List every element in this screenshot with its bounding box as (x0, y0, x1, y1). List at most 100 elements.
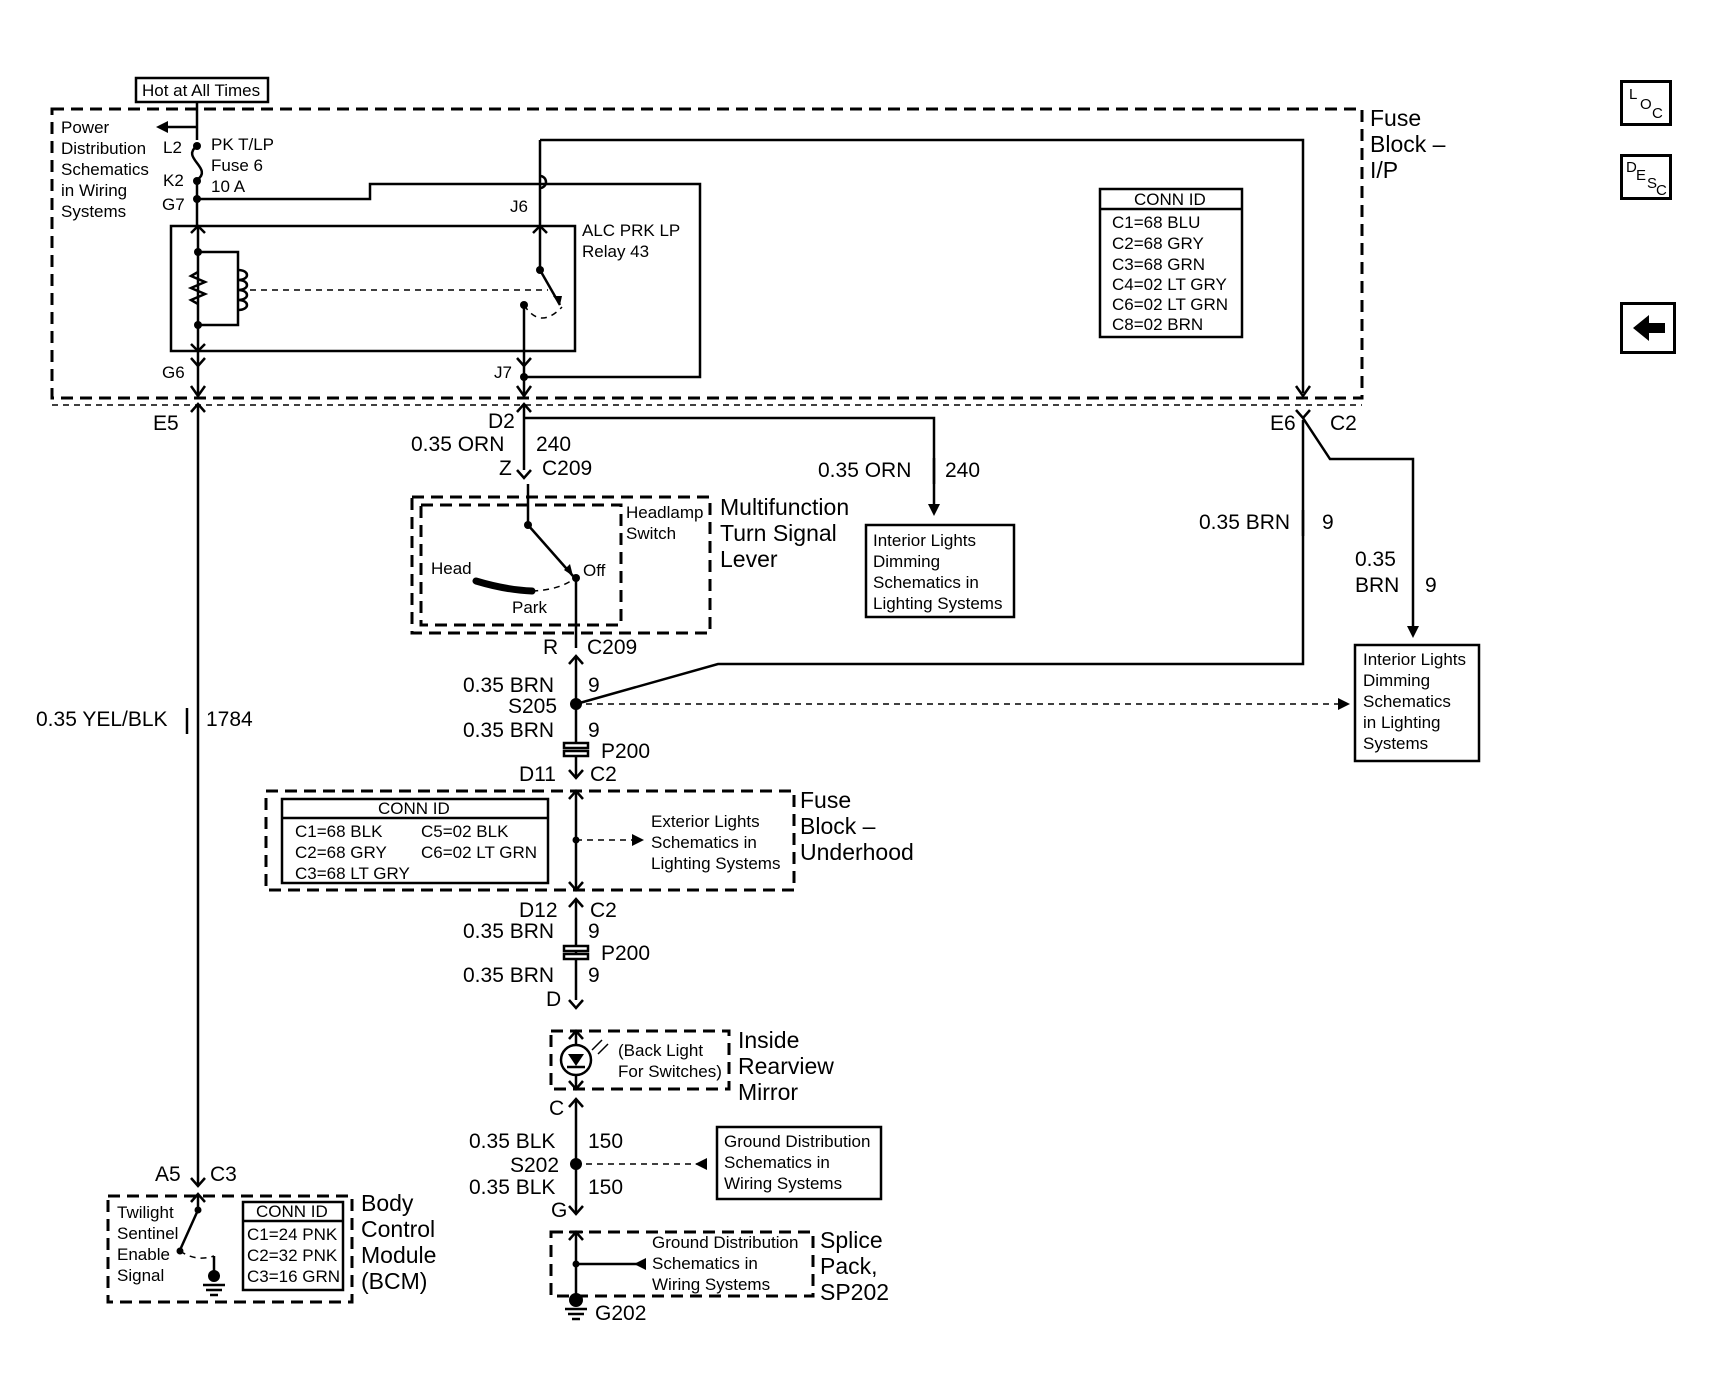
svg-text:240: 240 (536, 433, 571, 456)
hot-at-all-times-box (134, 76, 270, 104)
d12-label: D12 (519, 899, 558, 922)
svg-text:Lighting Systems: Lighting Systems (651, 854, 780, 873)
coil-icon (237, 268, 249, 312)
s202-label: S202 (510, 1154, 559, 1177)
svg-text:0.35 ORN: 0.35 ORN (818, 459, 911, 482)
svg-text:0.35 BRN: 0.35 BRN (463, 920, 554, 943)
svg-text:Schematics in: Schematics in (651, 833, 757, 852)
svg-text:240: 240 (945, 459, 980, 482)
ground-icon (203, 1270, 225, 1297)
interior-lights-dimming-2-box (1353, 643, 1481, 763)
wire-blk-150-a-label: 0.35 BLK 150 (469, 1130, 623, 1153)
c209-top-label: C209 (542, 457, 592, 480)
interior-lights-dimming-2-label: Interior Lights Dimming Schematics in Li… (1363, 650, 1466, 753)
svg-text:Relay 43: Relay 43 (582, 242, 649, 261)
s202-splice-icon (570, 1158, 582, 1170)
head-park-contact (472, 577, 536, 595)
fuse-block-underhood-label: Fuse Block – Underhood (800, 787, 914, 865)
wire-brn-9-far-label: 0.35 BRN 9 (1355, 548, 1437, 597)
svg-text:Schematics: Schematics (61, 160, 149, 179)
c209-bottom-label: C209 (587, 636, 637, 659)
svg-text:150: 150 (588, 1176, 623, 1199)
head-label: Head (431, 559, 472, 578)
inside-rearview-mirror-label: Inside Rearview Mirror (738, 1027, 834, 1105)
svg-text:Lighting Systems: Lighting Systems (873, 594, 1002, 613)
wire-brn-9-right-label: 0.35 BRN 9 (1199, 510, 1334, 536)
svg-text:150: 150 (588, 1130, 623, 1153)
conn-id-ip-row: C3=68 GRN (1112, 255, 1205, 274)
bcm-label: Body Control Module (BCM) (361, 1190, 436, 1294)
alc-prk-lp-relay (169, 224, 577, 353)
svg-text:9: 9 (1322, 511, 1334, 534)
g202-ground-icon (565, 1293, 587, 1321)
led-back-light-icon (559, 1039, 609, 1077)
wire-brn-9-b-label: 0.35 BRN 9 (463, 719, 600, 742)
svg-text:Module: Module (361, 1242, 436, 1268)
bcm-border (106, 1194, 354, 1304)
svg-text:Pack,: Pack, (820, 1253, 878, 1279)
resistor-icon (187, 270, 209, 306)
alc-prk-lp-relay-label: ALC PRK LP Relay 43 (582, 221, 680, 261)
a5-label: A5 (155, 1163, 181, 1186)
loc-letter-l: L (1629, 86, 1638, 103)
p200-a-icon (562, 741, 590, 750)
svg-text:9: 9 (588, 674, 600, 697)
svg-text:Lever: Lever (720, 546, 778, 572)
svg-text:Wiring Systems: Wiring Systems (724, 1174, 842, 1193)
svg-text:BRN: BRN (1355, 574, 1399, 597)
loc-button[interactable]: L O C (1620, 80, 1672, 126)
e5-label: E5 (153, 412, 179, 435)
desc-button[interactable]: D E S C (1620, 154, 1672, 200)
conn-id-bcm-row: C3=16 GRN (247, 1267, 340, 1286)
splice-pack-label: Splice Pack, SP202 (820, 1227, 889, 1305)
svg-text:Systems: Systems (1363, 734, 1428, 753)
svg-text:Switch: Switch (626, 524, 676, 543)
svg-text:Power: Power (61, 118, 110, 137)
ground-distribution-label: Ground Distribution Schematics in Wiring… (724, 1132, 870, 1193)
svg-text:For Switches): For Switches) (618, 1062, 722, 1081)
inside-rearview-mirror-border (549, 1029, 731, 1091)
svg-text:Inside: Inside (738, 1027, 799, 1053)
svg-text:Signal: Signal (117, 1266, 164, 1285)
svg-text:(Back Light: (Back Light (618, 1041, 703, 1060)
svg-text:ALC PRK LP: ALC PRK LP (582, 221, 680, 240)
desc-letter-c2: C (1656, 182, 1667, 199)
conn-id-ip-row: C1=68 BLU (1112, 213, 1200, 232)
p200-b-icon (562, 944, 590, 953)
headlamp-switch-label: Headlamp Switch (626, 503, 704, 543)
d-label: D (546, 988, 561, 1011)
conn-id-underhood-row: C3=68 LT GRY (295, 864, 410, 883)
j6-label: J6 (510, 197, 528, 216)
svg-text:Wiring Systems: Wiring Systems (652, 1275, 770, 1294)
conn-id-bcm-row: C2=32 PNK (247, 1246, 338, 1265)
svg-text:Schematics: Schematics (1363, 692, 1451, 711)
loc-letter-o: O (1640, 96, 1652, 113)
svg-text:Control: Control (361, 1216, 435, 1242)
wire-orn-240-b-label: 0.35 ORN 240 (818, 458, 980, 484)
conn-id-ip-table (1098, 187, 1244, 339)
fuse-6-label: PK T/LP Fuse 6 10 A (211, 135, 274, 196)
p200-a-label: P200 (601, 740, 650, 763)
conn-id-underhood-table (280, 797, 550, 885)
svg-text:Fuse: Fuse (800, 787, 851, 813)
svg-text:Exterior Lights: Exterior Lights (651, 812, 760, 831)
svg-text:Mirror: Mirror (738, 1079, 798, 1105)
wire-brn-9-a-label: 0.35 BRN 9 (463, 674, 600, 697)
svg-text:10 A: 10 A (211, 177, 246, 196)
r-label: R (543, 636, 558, 659)
svg-text:Twilight: Twilight (117, 1203, 174, 1222)
conn-id-underhood-row: C5=02 BLK (421, 822, 509, 841)
conn-id-bcm-table (241, 1200, 345, 1292)
g-label: G (551, 1199, 567, 1222)
l2-label: L2 (163, 138, 182, 157)
svg-text:Block –: Block – (1370, 131, 1446, 157)
g6-label: G6 (162, 363, 185, 382)
splice-pack-border (549, 1230, 815, 1298)
conn-id-ip-row: C8=02 BRN (1112, 315, 1203, 334)
svg-text:Underhood: Underhood (800, 839, 914, 865)
back-button[interactable] (1620, 302, 1676, 354)
conn-id-bcm-title: CONN ID (256, 1202, 328, 1221)
svg-text:Turn Signal: Turn Signal (720, 520, 837, 546)
svg-text:0.35 BRN: 0.35 BRN (1199, 511, 1290, 534)
